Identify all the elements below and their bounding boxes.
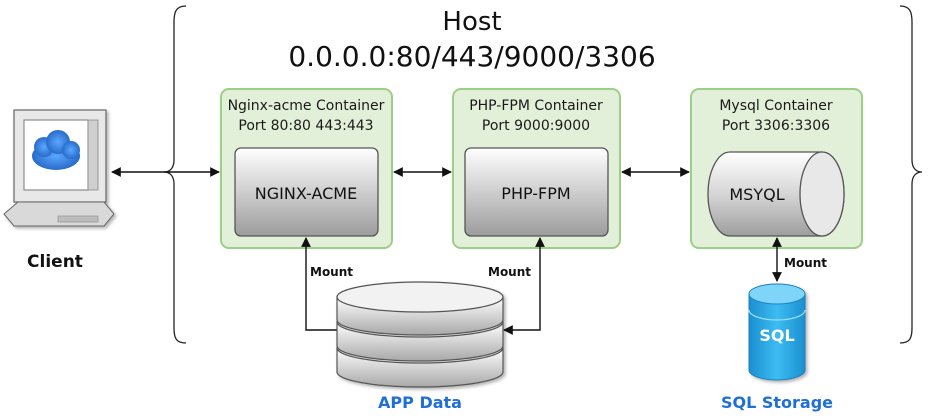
- mysql-container: Mysql Container Port 3306:3306 MSYQL: [690, 88, 863, 249]
- mysql-mount-label: Mount: [784, 256, 827, 270]
- sql-icon-text: SQL: [759, 326, 794, 345]
- nginx-container-title: Nginx-acme Container: [228, 98, 385, 114]
- mysql-container-port: Port 3306:3306: [722, 118, 830, 134]
- php-container-port: Port 9000:9000: [482, 118, 590, 134]
- mysql-container-title: Mysql Container: [719, 98, 833, 114]
- host-right-brace: [899, 5, 923, 344]
- mysql-service-label: MSYQL: [729, 185, 784, 204]
- php-container: PHP-FPM Container Port 9000:9000 PHP-FPM: [452, 88, 621, 249]
- nginx-mount-line: [301, 237, 337, 331]
- nginx-container-port: Port 80:80 443:443: [238, 118, 373, 134]
- client-computer-icon: [3, 109, 115, 227]
- php-mount-line: [503, 237, 545, 335]
- host-left-brace: [163, 5, 187, 344]
- app-data-disk-icon: [336, 281, 504, 388]
- php-service-label: PHP-FPM: [501, 184, 570, 203]
- host-ports: 0.0.0.0:80/443/9000/3306: [288, 40, 655, 73]
- client-label: Client: [27, 252, 83, 272]
- php-service-box: [464, 147, 609, 237]
- mysql-cylinder-icon: [707, 151, 845, 237]
- cloud-icon: [32, 130, 80, 170]
- sql-storage-label: SQL Storage: [721, 393, 833, 412]
- host-title: Host: [442, 7, 501, 37]
- nginx-container: Nginx-acme Container Port 80:80 443:443 …: [220, 88, 393, 249]
- sql-storage-icon: SQL: [748, 283, 806, 381]
- nginx-service-label: NGINX-ACME: [255, 184, 357, 203]
- nginx-mount-label: Mount: [310, 265, 353, 279]
- php-container-title: PHP-FPM Container: [469, 98, 603, 114]
- app-data-label: APP Data: [378, 393, 462, 412]
- php-mount-label: Mount: [488, 265, 531, 279]
- nginx-service-box: [234, 147, 379, 237]
